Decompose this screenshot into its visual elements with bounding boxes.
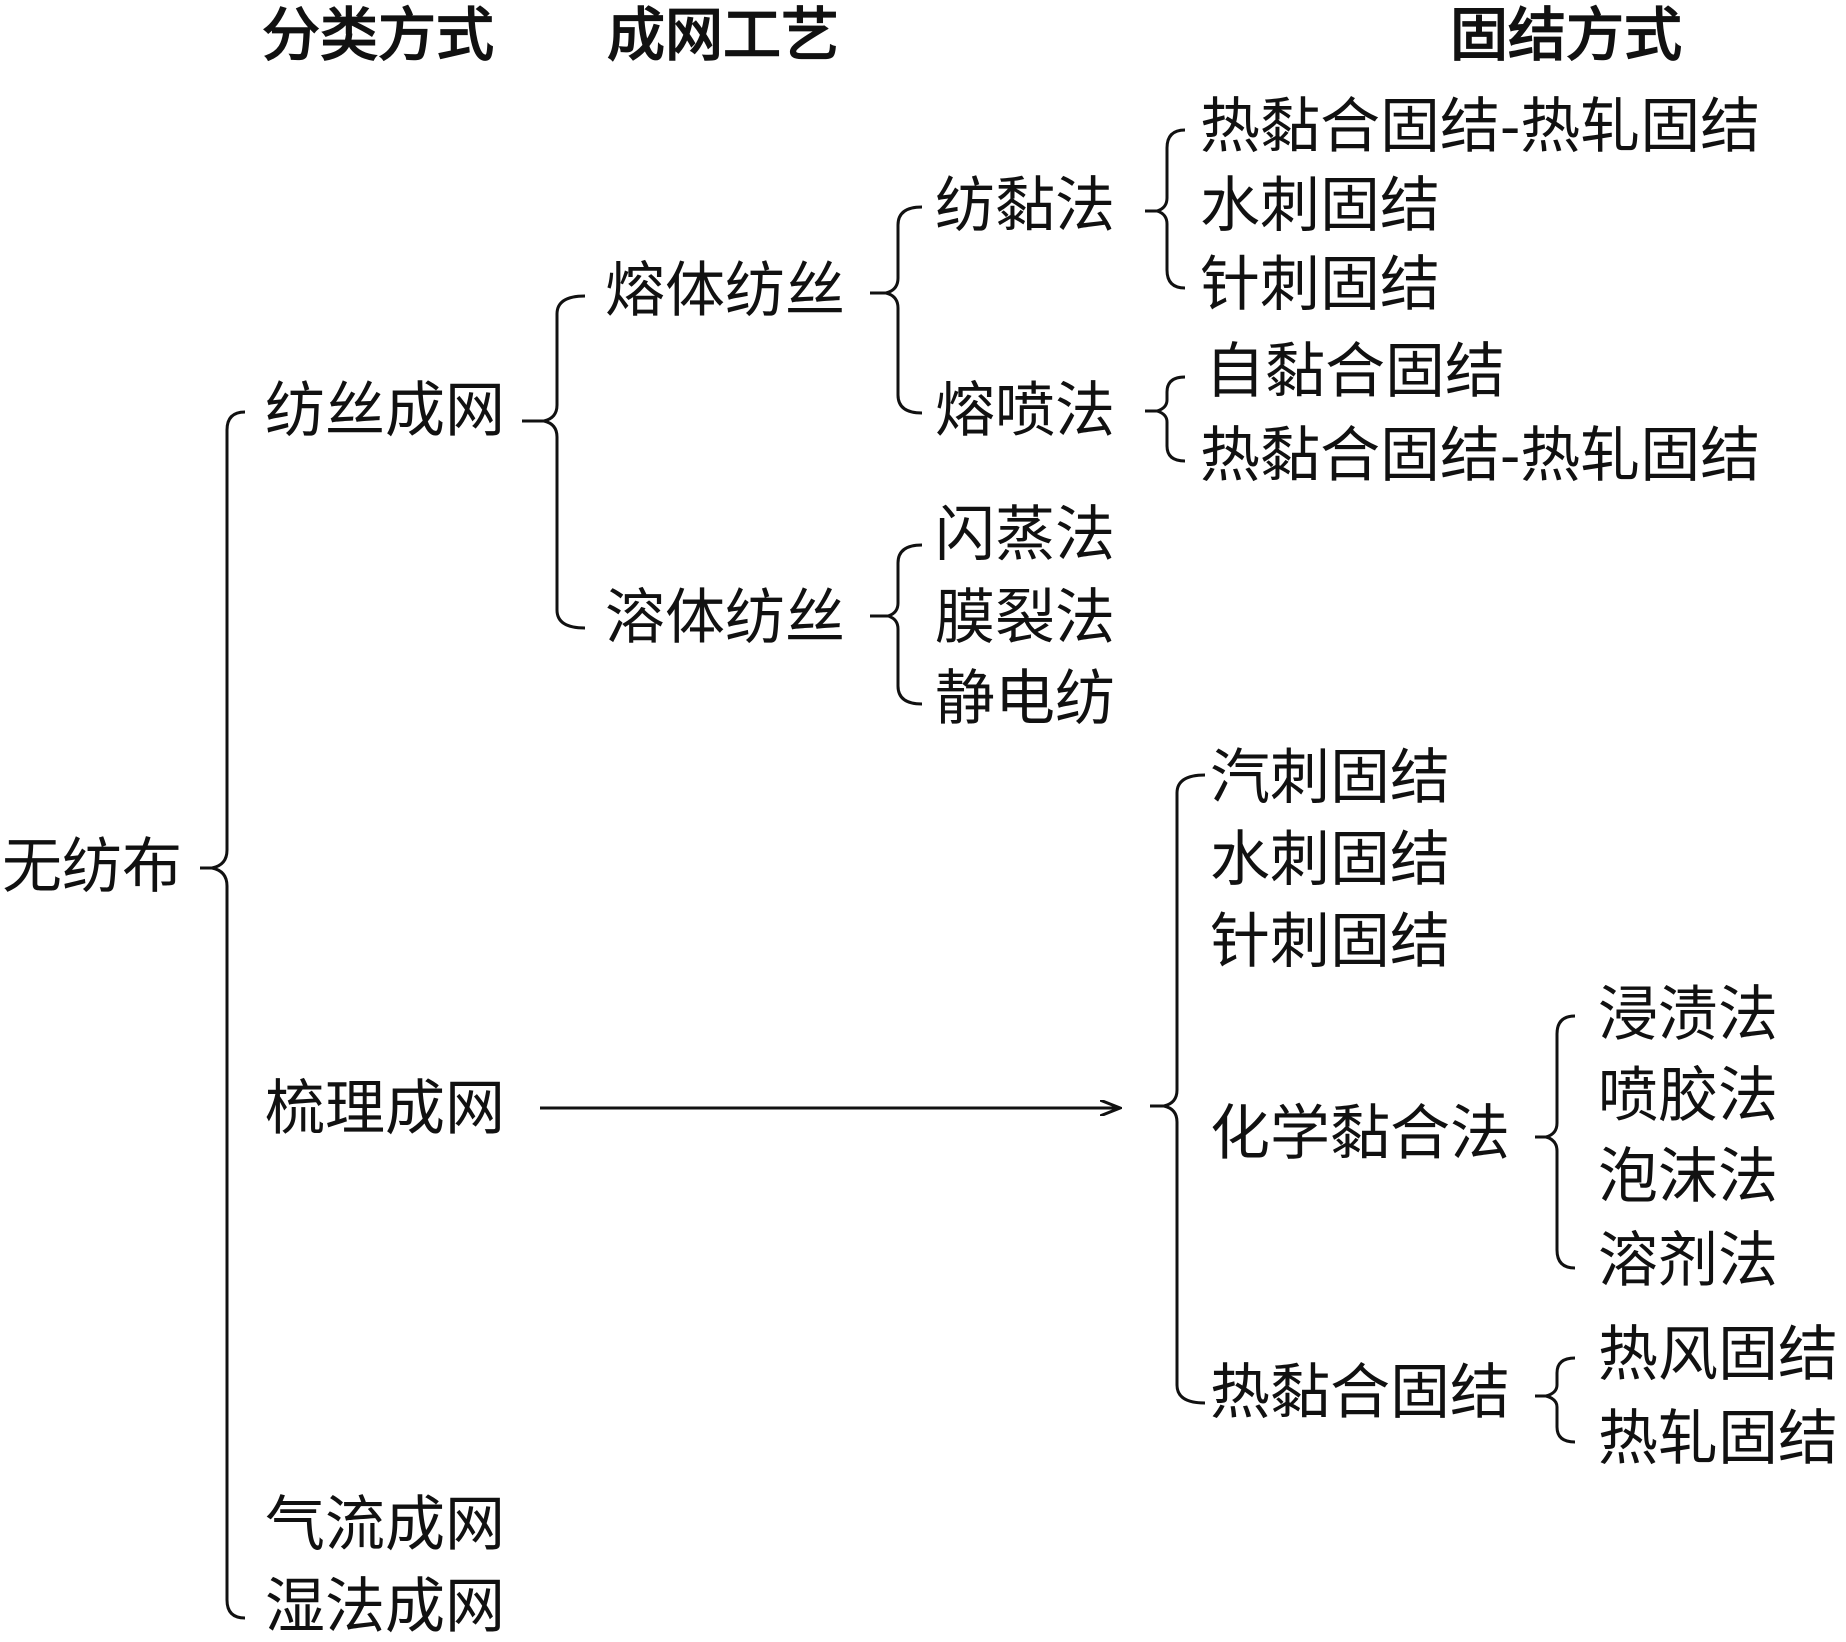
node-airlaid: 气流成网 xyxy=(265,1490,505,1560)
node-spunbond-bond-1: 热黏合固结-热轧固结 xyxy=(1200,92,1761,162)
node-solvent: 溶剂法 xyxy=(1598,1226,1778,1296)
node-meltblown-bond-1: 自黏合固结 xyxy=(1205,337,1505,407)
node-meltblown: 熔喷法 xyxy=(935,376,1115,446)
brace-thermal xyxy=(1540,1356,1576,1444)
node-foam: 泡沫法 xyxy=(1598,1142,1778,1212)
node-wetlaid: 湿法成网 xyxy=(265,1572,505,1642)
node-spray: 喷胶法 xyxy=(1598,1061,1778,1131)
node-spunbond-bond-3: 针刺固结 xyxy=(1200,250,1440,320)
node-steam: 汽刺固结 xyxy=(1210,743,1450,813)
node-solution: 溶体纺丝 xyxy=(605,583,845,653)
brace-melt xyxy=(885,205,923,415)
node-hydro: 水刺固结 xyxy=(1210,825,1450,895)
node-thermal: 热黏合固结 xyxy=(1210,1358,1510,1428)
brace-root xyxy=(211,410,246,1620)
node-chemical: 化学黏合法 xyxy=(1210,1099,1510,1169)
node-spun: 纺丝成网 xyxy=(265,376,505,446)
node-spunbond: 纺黏法 xyxy=(935,171,1115,241)
brace-spunbond xyxy=(1151,128,1186,290)
header-classification: 分类方式 xyxy=(262,1,495,69)
node-hot-roll: 热轧固结 xyxy=(1598,1404,1838,1474)
header-web-forming: 成网工艺 xyxy=(607,1,840,69)
node-hot-air: 热风固结 xyxy=(1598,1320,1838,1390)
node-electrospin: 静电纺 xyxy=(935,664,1115,734)
node-impregnation: 浸渍法 xyxy=(1598,980,1778,1050)
node-root: 无纺布 xyxy=(2,832,182,902)
header-bonding: 固结方式 xyxy=(1450,1,1683,69)
node-flash: 闪蒸法 xyxy=(935,500,1115,570)
node-needle: 针刺固结 xyxy=(1210,907,1450,977)
brace-meltblown xyxy=(1151,375,1186,463)
node-meltblown-bond-2: 热黏合固结-热轧固结 xyxy=(1200,421,1761,491)
node-spunbond-bond-2: 水刺固结 xyxy=(1200,171,1440,241)
brace-carded xyxy=(1163,773,1206,1405)
node-carded: 梳理成网 xyxy=(265,1074,505,1144)
brace-chemical xyxy=(1540,1014,1576,1270)
node-film-split: 膜裂法 xyxy=(935,583,1115,653)
brace-spun xyxy=(543,294,586,630)
brace-solution xyxy=(882,543,923,706)
node-melt: 熔体纺丝 xyxy=(605,256,845,326)
